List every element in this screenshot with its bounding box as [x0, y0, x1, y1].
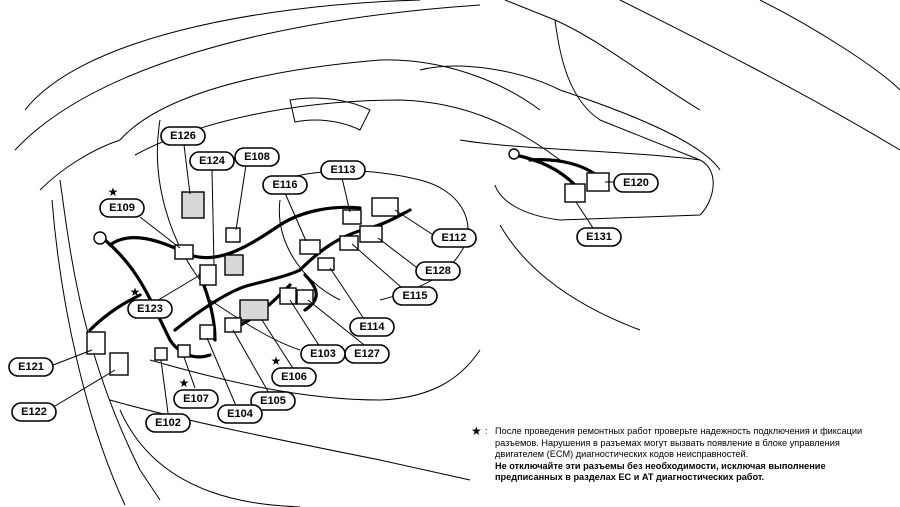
footnote-warning: Не отключайте эти разъемы без необходимо…	[495, 460, 826, 483]
svg-text:E113: E113	[330, 164, 355, 176]
connector-e103	[279, 287, 297, 305]
label-e120: E120	[613, 173, 659, 193]
svg-text:E116: E116	[272, 179, 297, 191]
svg-text:E103: E103	[310, 348, 336, 360]
label-e114: E114	[349, 317, 395, 337]
connector-e105	[224, 317, 242, 333]
svg-text:E114: E114	[359, 321, 385, 333]
star-icon: ★	[271, 354, 282, 368]
connector-e104	[199, 324, 215, 340]
svg-text:E122: E122	[21, 406, 47, 418]
label-e109: E109	[99, 198, 145, 218]
wire-harness	[88, 153, 602, 359]
footnote-text: После проведения ремонтных работ проверь…	[495, 426, 863, 460]
svg-text:E104: E104	[227, 408, 254, 420]
svg-text:E105: E105	[260, 395, 286, 407]
label-e102: E102	[145, 413, 191, 433]
leader-lines	[47, 144, 615, 414]
label-e113: E113	[320, 160, 366, 180]
connector-e109	[174, 244, 194, 260]
label-e116: E116	[262, 175, 308, 195]
label-e115: E115	[392, 286, 438, 306]
label-e107: E107	[173, 389, 219, 409]
connectors	[86, 148, 610, 376]
star-markers: ★ ★ ★ ★	[108, 185, 282, 390]
connector-e113	[342, 209, 362, 225]
grommet-left	[93, 231, 107, 245]
label-e121: E121	[8, 357, 54, 377]
labels: E126 E124 E108 E109 E116 E113 E112 E128 …	[8, 126, 659, 433]
grommet-right	[508, 148, 520, 160]
connector-e112	[371, 197, 399, 217]
connector-e123	[199, 264, 217, 286]
svg-text:E106: E106	[281, 371, 307, 383]
svg-text:E128: E128	[425, 265, 451, 277]
label-e105: E105	[250, 391, 296, 411]
svg-text:E109: E109	[109, 202, 135, 214]
svg-text:E127: E127	[354, 348, 380, 360]
svg-text:E112: E112	[441, 232, 466, 244]
svg-text:E123: E123	[137, 303, 163, 315]
connector-e114	[317, 257, 335, 271]
footnote: ★ : После проведения ремонтных работ про…	[471, 424, 891, 484]
vehicle-outline	[14, 0, 900, 507]
star-icon: ★	[108, 185, 119, 199]
svg-text:E124: E124	[199, 155, 226, 167]
connector-e102	[154, 347, 168, 361]
label-e126: E126	[160, 126, 206, 146]
connector-e126	[181, 191, 205, 219]
svg-text:E108: E108	[244, 151, 270, 163]
label-e127: E127	[344, 344, 390, 364]
svg-text:E102: E102	[155, 417, 181, 429]
footnote-colon: :	[485, 426, 488, 436]
label-e124: E124	[189, 151, 235, 171]
connector-e106	[239, 299, 269, 321]
label-e123: E123	[127, 299, 173, 319]
connector-e107	[177, 344, 191, 358]
svg-text:E126: E126	[170, 130, 196, 142]
connector-e108	[225, 227, 241, 243]
label-e112: E112	[431, 228, 477, 248]
connector-e115	[339, 235, 359, 251]
star-icon: ★	[471, 424, 482, 438]
svg-text:E107: E107	[183, 393, 209, 405]
svg-text:E131: E131	[586, 231, 612, 243]
label-e122: E122	[11, 402, 57, 422]
connector-e131	[564, 183, 586, 203]
label-e128: E128	[415, 261, 461, 281]
svg-text:E121: E121	[18, 361, 44, 373]
label-e108: E108	[234, 147, 280, 167]
label-e106: E106	[271, 367, 317, 387]
connector-e121	[86, 331, 106, 355]
label-e131: E131	[576, 227, 622, 247]
label-e104: E104	[217, 404, 263, 424]
connector-e128	[359, 225, 383, 243]
svg-text:E120: E120	[623, 177, 649, 189]
connector-e124	[224, 254, 244, 276]
connector-e116	[299, 239, 321, 255]
star-icon: ★	[130, 285, 141, 299]
label-e103: E103	[300, 344, 346, 364]
connector-e122	[109, 352, 129, 376]
svg-text:E115: E115	[402, 290, 427, 302]
star-icon: ★	[179, 376, 190, 390]
